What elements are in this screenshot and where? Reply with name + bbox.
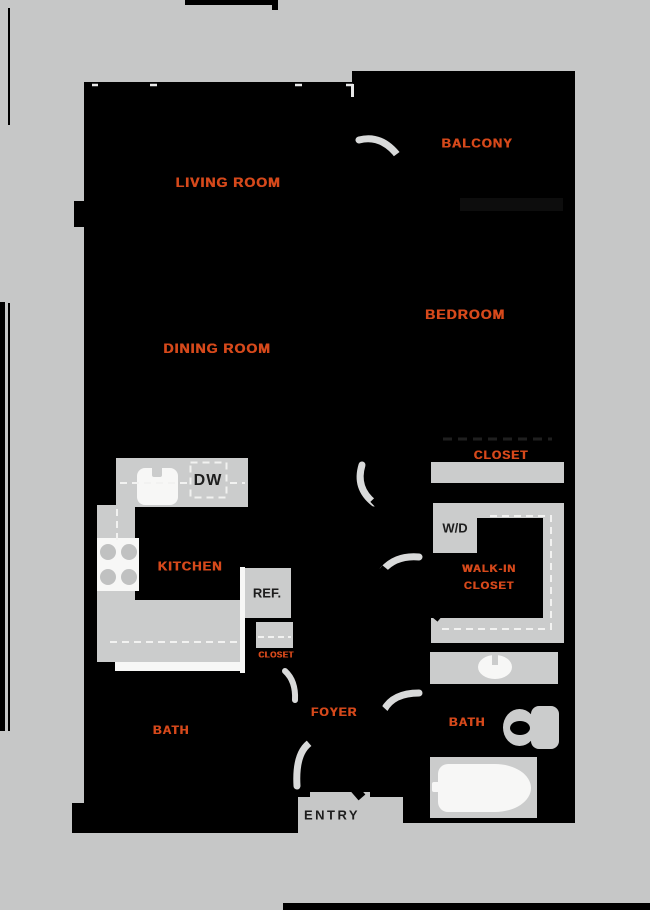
label-walkin-line2: CLOSET [463,580,515,592]
label-living-room: LIVING ROOM [175,174,281,190]
door-leaf-entry [306,734,366,801]
label-dining-room: DINING ROOM [163,340,271,356]
label-bath-left: BATH [152,723,190,737]
label-dishwasher: DW [193,472,223,489]
edge-mark-top-tick [272,0,278,10]
edge-line-left-lower [8,303,10,731]
toilet-seat-hole [510,721,530,735]
door-arc-bedroom [356,461,378,507]
balcony-divider-wall [460,198,563,211]
vanity-faucet-icon [492,652,498,665]
door-leaf-balcony [348,151,406,198]
bedroom-closet-shelf [431,462,564,483]
label-foyer-closet: CLOSET [258,650,294,660]
walkin-shelf-dash [437,515,552,630]
label-walkin-line1: WALK-IN [461,563,517,575]
edge-strip-left [0,302,5,731]
washer-dryer [433,503,477,553]
refrigerator [245,568,291,618]
unit-floor-bottom-left [84,797,298,833]
burner-icon [121,544,137,560]
label-entry: ENTRY [303,807,361,823]
dishwasher-zone [189,461,228,499]
walkin-shelf-right [543,518,564,620]
edge-strip-bottom [283,903,650,910]
label-bedroom: BEDROOM [424,306,506,322]
door-leaf-bath-right [375,705,429,756]
door-arc-balcony [355,135,403,161]
label-bath-right: BATH [448,715,486,729]
burner-icon [121,569,137,585]
label-balcony: BALCONY [441,135,513,151]
door-leaf-bedroom [370,456,424,508]
label-bedroom-closet: CLOSET [473,448,529,462]
label-kitchen: KITCHEN [157,558,223,574]
balcony-floor [352,71,575,85]
bathtub-faucet-icon [432,782,444,792]
label-washer-dryer: W/D [442,520,468,536]
kitchen-opening-edge-h [115,662,240,671]
burner-icon [100,544,116,560]
label-refrigerator: REF. [252,585,282,601]
door-arc-entry [293,738,315,790]
door-leaf-walkin-closet [377,565,443,622]
kitchen-faucet-icon [152,461,162,477]
foyer-closet-shelf [256,622,293,648]
door-jamb [351,84,354,97]
wall-corner-step [72,803,86,833]
edge-mark-top [185,0,277,5]
walkin-shelf-top [477,503,564,518]
door-arc-bath-left [282,668,299,703]
bathtub-icon [438,764,531,812]
entry-threshold [310,792,370,798]
kitchen-counter-bottom [97,600,240,662]
label-foyer: FOYER [310,705,358,719]
edge-line-left-upper [8,8,10,125]
door-arc-bath-right [380,689,423,714]
walkin-shelf-bottom [431,618,564,643]
door-leaf-bath-left [267,671,292,706]
kitchen-opening-edge-v [240,567,245,673]
wall-left-bump [74,201,84,227]
door-arc-walkin-closet [379,553,423,574]
burner-icon [100,569,116,585]
